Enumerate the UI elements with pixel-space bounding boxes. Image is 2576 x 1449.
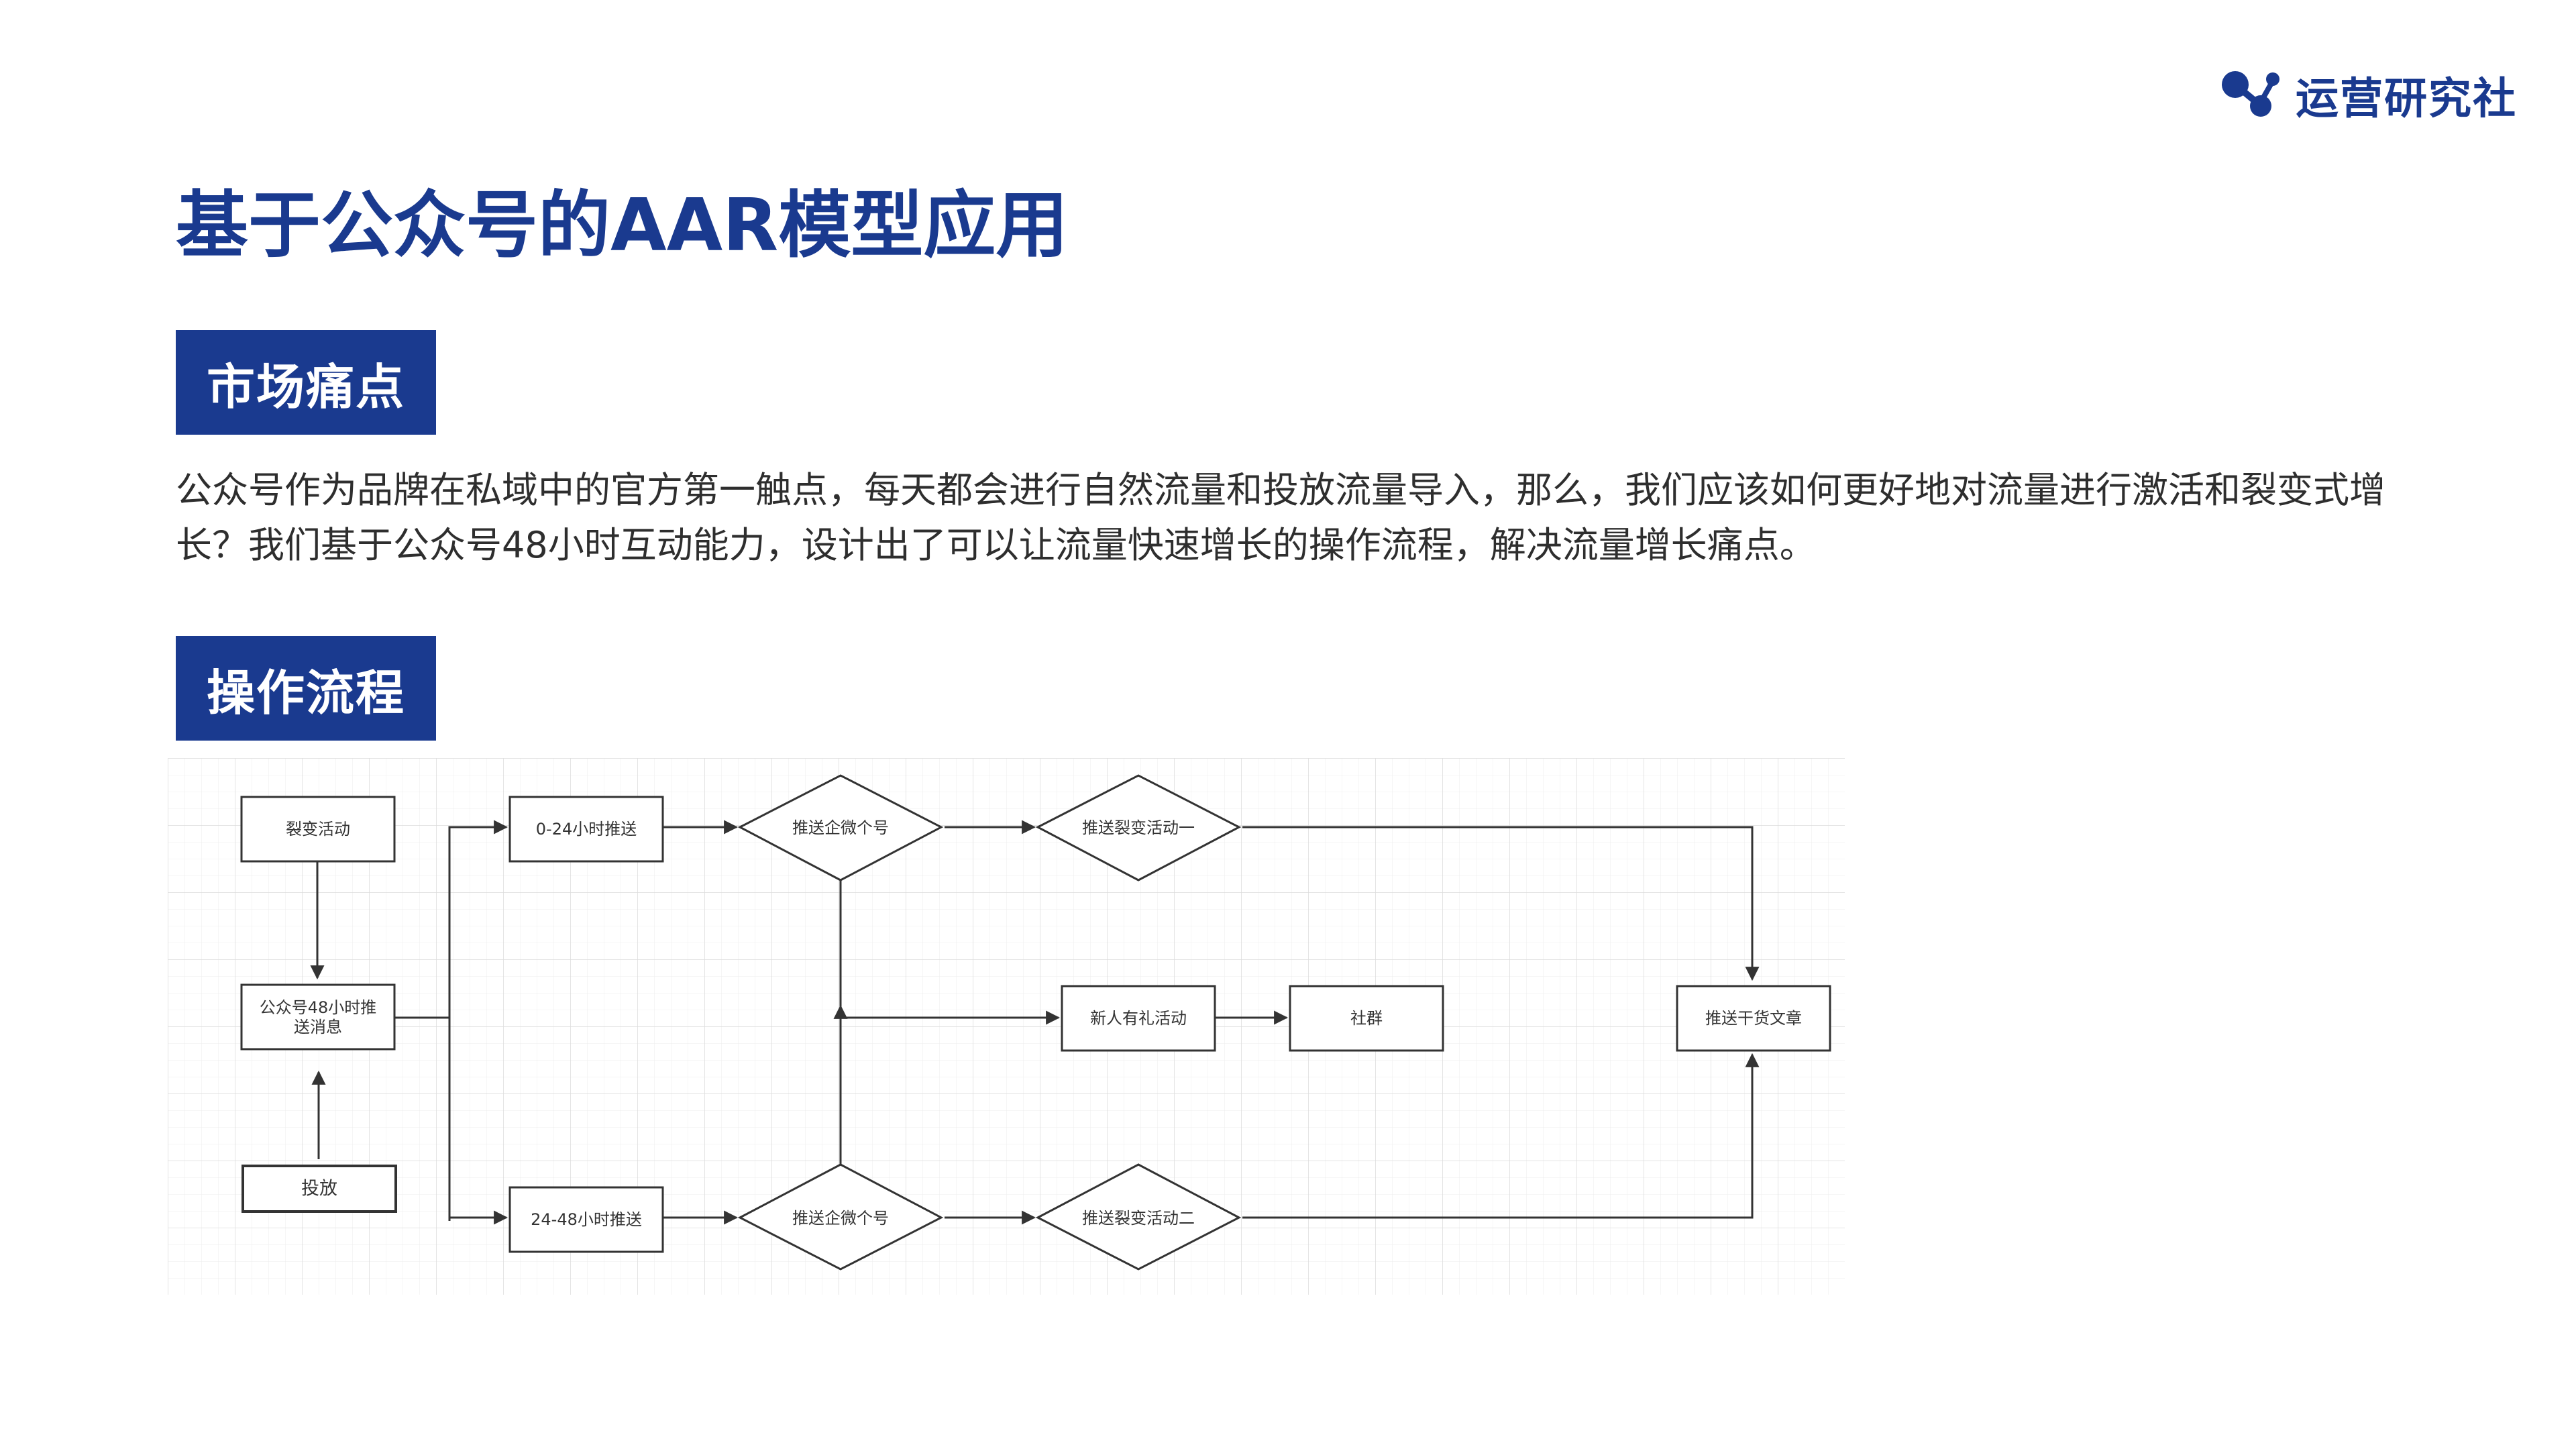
brand-name: 运营研究社 bbox=[2296, 74, 2517, 124]
label-ads: 投放 bbox=[301, 1179, 337, 1199]
label-h24-48: 24-48小时推送 bbox=[531, 1210, 642, 1229]
flowchart: 裂变活动 公众号48小时推 送消息 投放 0-24小时推送 24-48小时推送 … bbox=[168, 758, 1845, 1295]
label-article: 推送干货文章 bbox=[1705, 1009, 1802, 1028]
edge-act2-to-article bbox=[1242, 1053, 1760, 1219]
label-wecom1: 推送企微个号 bbox=[792, 818, 889, 837]
section-tag-pain: 市场痛点 bbox=[176, 330, 436, 435]
label-act1: 推送裂变活动一 bbox=[1082, 818, 1195, 837]
page-title: 基于公众号的AAR模型应用 bbox=[176, 184, 1069, 268]
grid-background bbox=[168, 758, 1845, 1295]
pain-description: 公众号作为品牌在私域中的官方第一触点，每天都会进行自然流量和投放流量导入，那么，… bbox=[176, 469, 2385, 566]
molecule-logo-icon bbox=[2222, 71, 2279, 117]
node-push48 bbox=[240, 983, 396, 1051]
node-article bbox=[1676, 985, 1831, 1052]
node-h0-24 bbox=[508, 796, 664, 863]
node-fission-activity bbox=[240, 796, 396, 863]
label-push48-line2: 送消息 bbox=[294, 1018, 342, 1036]
node-wecom1 bbox=[737, 774, 944, 881]
brand-logo: 运营研究社 bbox=[2220, 62, 2517, 129]
section-tag-process: 操作流程 bbox=[176, 636, 436, 741]
node-ads bbox=[241, 1165, 397, 1213]
node-wecom2 bbox=[737, 1163, 944, 1271]
edge-split-to-h0-24 bbox=[448, 820, 508, 1221]
label-h0-24: 0-24小时推送 bbox=[536, 820, 637, 839]
label-fission-activity: 裂变活动 bbox=[286, 820, 350, 839]
label-push48-line1: 公众号48小时推 bbox=[260, 998, 377, 1017]
node-act1 bbox=[1035, 774, 1242, 881]
edge-split-to-h24-48 bbox=[448, 1210, 508, 1225]
node-act2 bbox=[1035, 1163, 1242, 1271]
node-community bbox=[1289, 985, 1444, 1052]
label-newbie: 新人有礼活动 bbox=[1090, 1009, 1187, 1028]
label-wecom2: 推送企微个号 bbox=[792, 1209, 889, 1228]
node-newbie bbox=[1061, 985, 1216, 1052]
edge-act1-to-article bbox=[1242, 826, 1760, 981]
label-community: 社群 bbox=[1350, 1009, 1383, 1028]
label-act2: 推送裂变活动二 bbox=[1082, 1209, 1195, 1228]
node-h24-48 bbox=[508, 1186, 664, 1253]
